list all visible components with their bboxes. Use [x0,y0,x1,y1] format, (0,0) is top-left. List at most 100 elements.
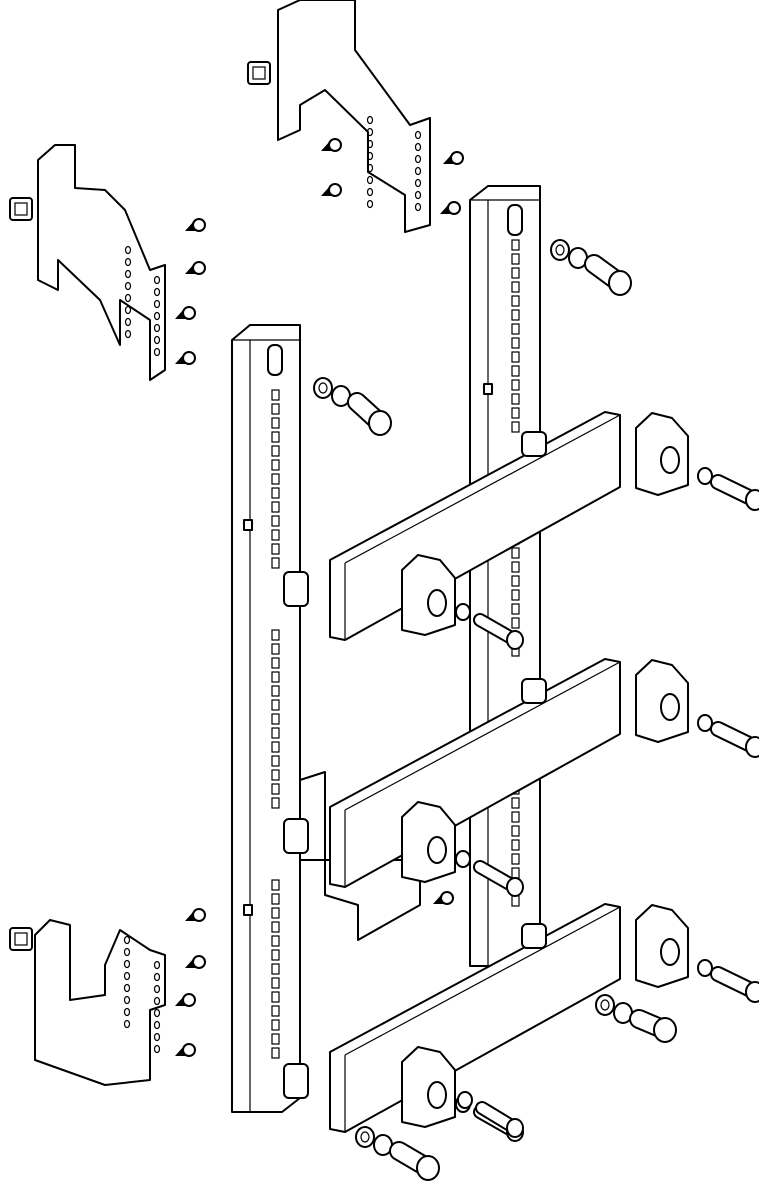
rack-tooth [511,839,520,851]
horizontal-busbar-support-1 [283,411,759,650]
rack-tooth [271,1047,280,1059]
hole [366,115,374,125]
washer [697,467,713,485]
screw-head [447,201,461,215]
rack-tooth [271,657,280,669]
loose-clamp-block [635,412,689,496]
self-tapping-screw [440,201,461,215]
rack-tooth [271,389,280,401]
hole [153,972,161,982]
hole [124,293,132,303]
clamp-block [401,801,456,883]
washer [355,1126,375,1148]
rail-clip [521,678,547,704]
top-mounting-bracket [277,0,431,233]
nut-body [9,927,33,951]
bolt-head [745,736,759,758]
rack-tooth [511,253,520,265]
washer-bolt-set [355,1126,440,1181]
rack-tooth [271,515,280,527]
mounting-brackets [34,0,431,1086]
nut-square [14,932,28,946]
hole [153,335,161,345]
rack-tooth [271,949,280,961]
rack-tooth [271,557,280,569]
rack-tooth [511,811,520,823]
rail-clip [283,571,309,607]
rack-tooth [271,921,280,933]
rack-tooth [511,309,520,321]
rack-tooth [511,351,520,363]
bar-edge [344,414,621,564]
screw-head [182,306,196,320]
screw-head [182,1043,196,1057]
rack-tooth [271,529,280,541]
bolt-head [506,1118,524,1138]
fastening-hardware [9,61,677,1181]
clamp-body [401,1046,456,1128]
screw-head [440,891,454,905]
bar-edge [344,906,621,1056]
horizontal-busbar-support-2 [283,658,759,897]
rack-tooth [271,893,280,905]
hole [153,347,161,357]
rack-tooth [271,1019,280,1031]
hole [414,166,422,176]
hole [123,983,131,993]
rack-tooth [271,487,280,499]
self-tapping-screw [443,151,464,165]
left-mounting-bracket [37,144,166,381]
rail-clip [283,1063,309,1099]
rack-tooth [511,379,520,391]
washer-hole [360,1131,370,1143]
bracket-body [34,919,166,1086]
rack-tooth [271,769,280,781]
bolt-head [368,410,392,436]
right-vertical-rail [469,185,541,967]
hole [124,257,132,267]
self-tapping-screw [175,351,196,365]
bolt [710,474,759,511]
self-tapping-screw [185,908,206,922]
rack-tooth [271,685,280,697]
self-tapping-screw [321,138,342,152]
rack-tooth [511,393,520,405]
rack-tooth [511,365,520,377]
rack-tooth [271,431,280,443]
cage-nut [9,197,33,221]
loose-clamp-block [635,904,689,988]
hole [123,971,131,981]
self-tapping-screw [175,306,196,320]
rack-tooth [271,783,280,795]
washer-hole [600,999,610,1011]
rack-tooth [511,421,520,433]
rack-tooth [271,671,280,683]
screw-head [182,351,196,365]
bolt-head [745,489,759,511]
rack-tooth [271,907,280,919]
rack-tooth [511,281,520,293]
rack-tooth [271,445,280,457]
hole [414,130,422,140]
rack-tooth [511,323,520,335]
hole [366,175,374,185]
bolt [710,721,759,758]
bracket-body [37,144,166,381]
washer [697,714,713,732]
rack-tooth [271,727,280,739]
rack-tooth [271,797,280,809]
screw-head [192,908,206,922]
hole [124,317,132,327]
rack-tooth [271,963,280,975]
washer [697,959,713,977]
clamp-body [401,554,456,636]
busbar-supports [283,411,759,1142]
hole [153,275,161,285]
rack-tooth [511,267,520,279]
self-tapping-screw [185,955,206,969]
hole [153,984,161,994]
rail-clip [521,431,547,457]
rack-tooth [271,459,280,471]
